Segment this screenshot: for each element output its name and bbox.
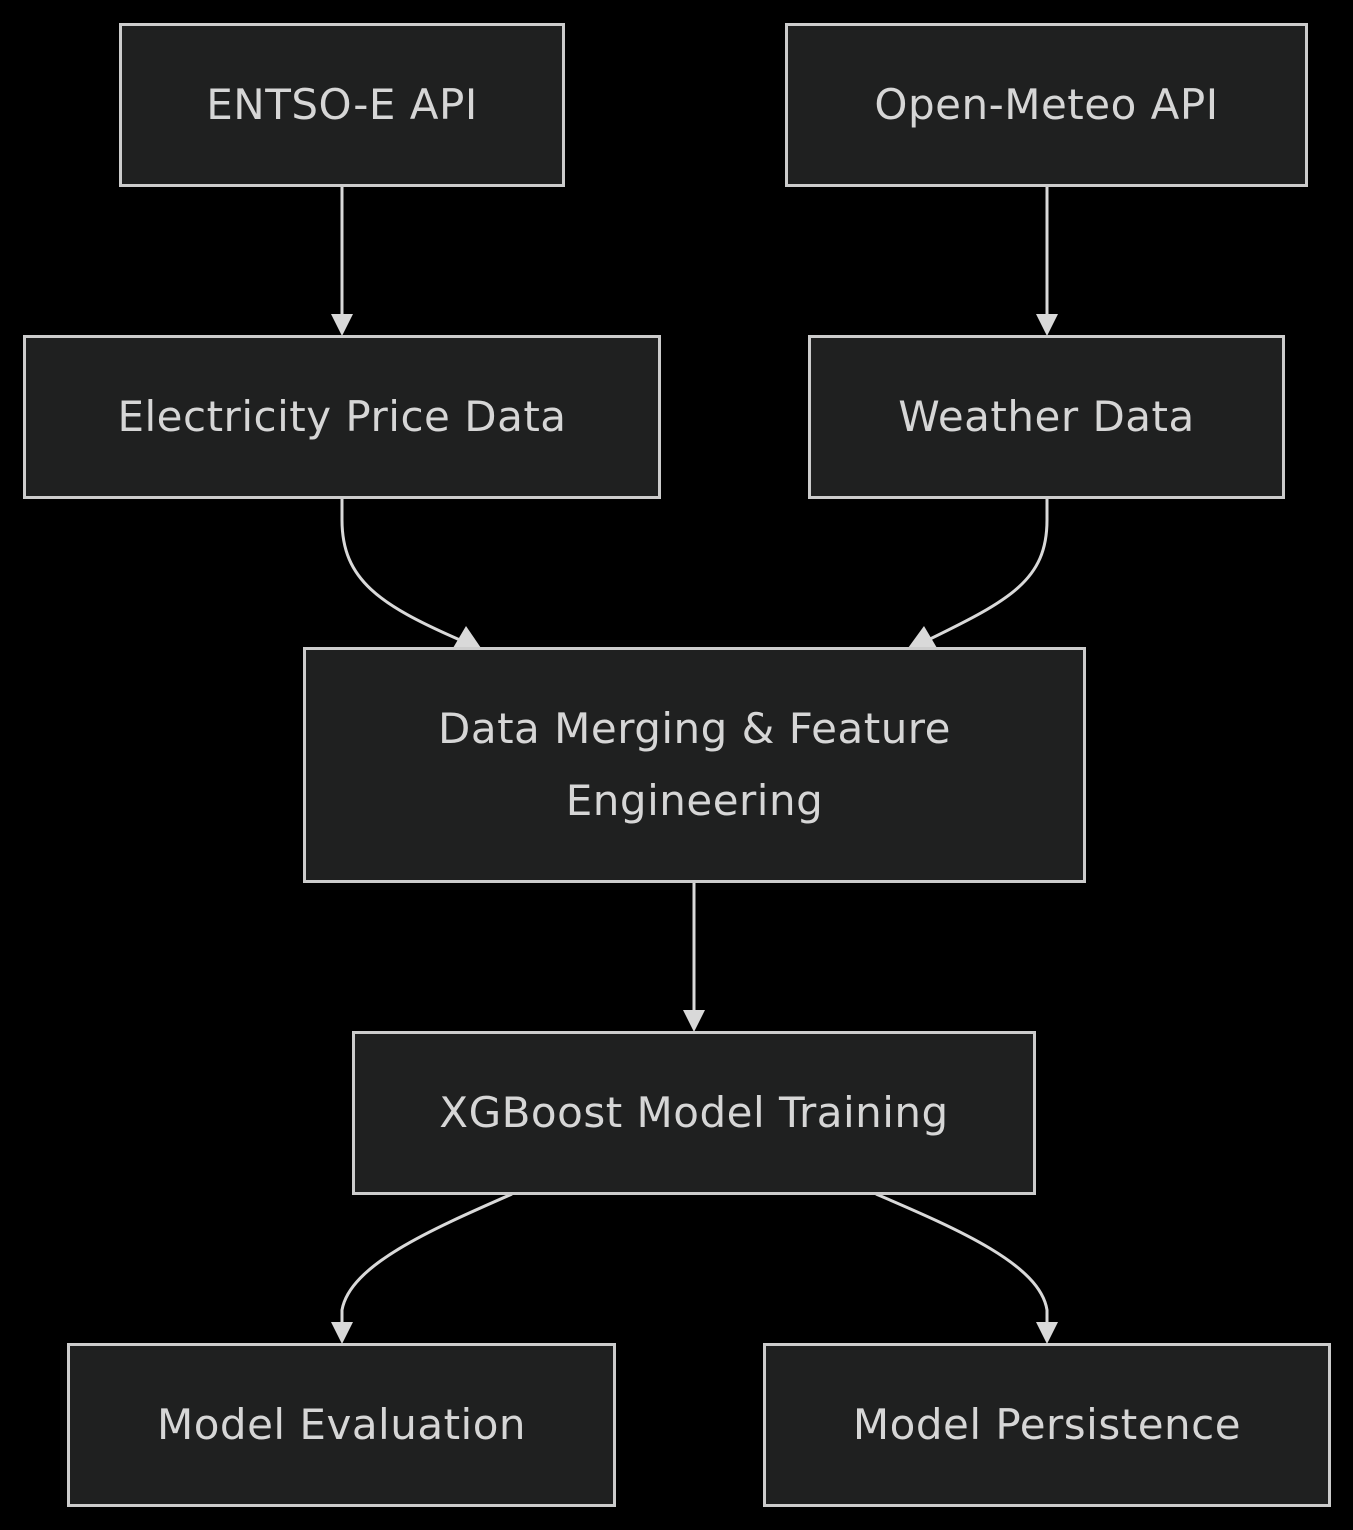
node-weather-data: Weather Data: [808, 335, 1285, 499]
node-xgboost-training: XGBoost Model Training: [352, 1031, 1036, 1195]
edge-weather-to-merge: [927, 498, 1049, 642]
node-model-persistence-label: Model Persistence: [852, 1400, 1242, 1449]
node-model-evaluation: Model Evaluation: [67, 1343, 616, 1507]
edge-xgboost-to-persistence: [875, 1192, 1049, 1330]
node-electricity-price-data-label: Electricity Price Data: [117, 392, 567, 441]
node-electricity-price-data: Electricity Price Data: [23, 335, 661, 499]
edge-xgboost-to-evaluation: [340, 1192, 513, 1330]
arrowhead-price-to-merge: [453, 626, 481, 648]
node-xgboost-training-label: XGBoost Model Training: [439, 1088, 949, 1137]
node-open-meteo-api-label: Open-Meteo API: [874, 80, 1219, 129]
node-model-evaluation-label: Model Evaluation: [156, 1400, 527, 1449]
arrowhead-merge-to-xgboost: [683, 1010, 705, 1032]
node-data-merging: Data Merging & Feature Engineering: [303, 647, 1086, 883]
arrowhead-weather-to-merge: [908, 626, 937, 648]
node-weather-data-label: Weather Data: [898, 392, 1195, 441]
arrowhead-xgboost-to-persistence: [1036, 1322, 1058, 1344]
node-model-persistence: Model Persistence: [763, 1343, 1331, 1507]
node-open-meteo-api: Open-Meteo API: [785, 23, 1308, 187]
node-data-merging-label: Data Merging & Feature Engineering: [437, 704, 951, 825]
arrowhead-xgboost-to-evaluation: [331, 1322, 353, 1344]
arrowhead-meteo-to-weather: [1036, 314, 1058, 336]
edge-price-to-merge: [340, 498, 461, 642]
node-entsoe-api-label: ENTSO-E API: [206, 80, 478, 129]
node-entsoe-api: ENTSO-E API: [119, 23, 565, 187]
arrowhead-entsoe-to-price: [331, 314, 353, 336]
